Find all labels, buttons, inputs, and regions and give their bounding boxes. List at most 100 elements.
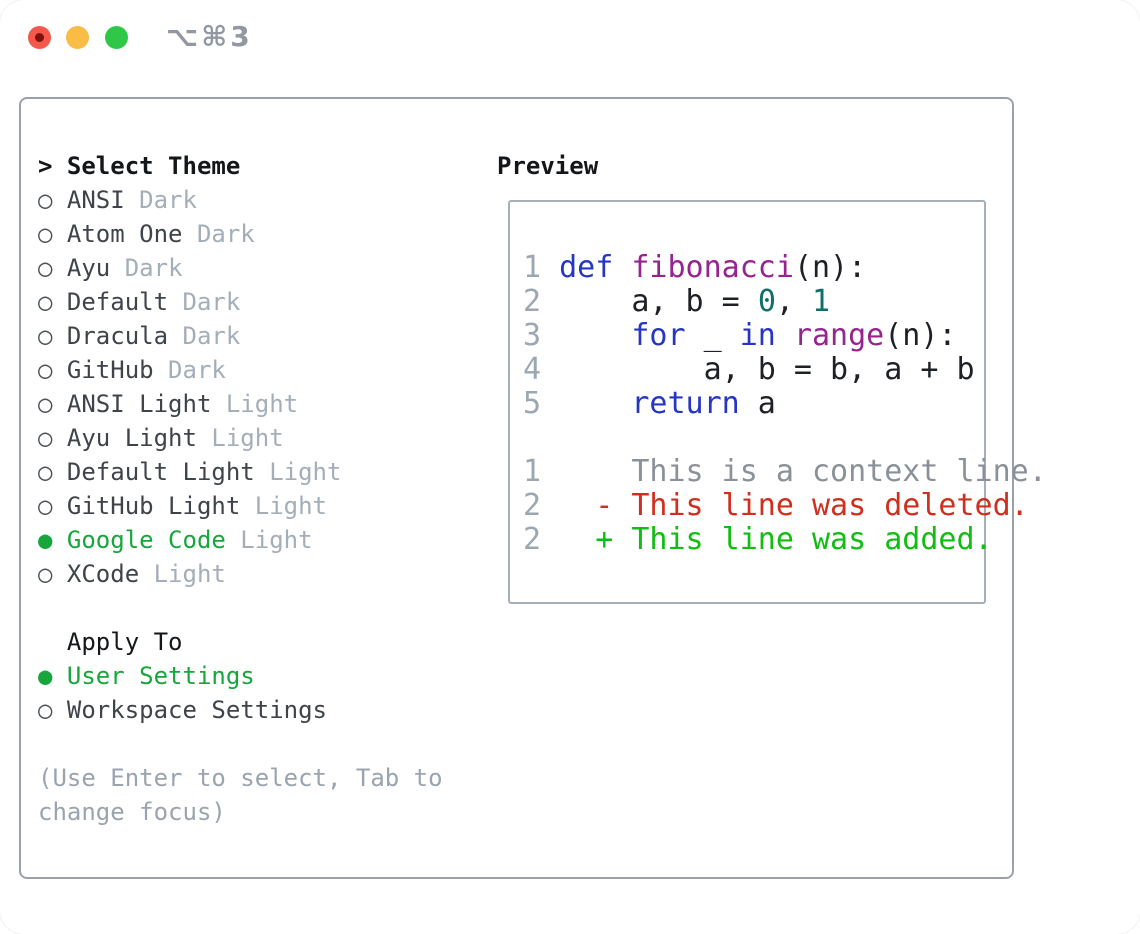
theme-option-google-code[interactable]: ● Google Code Light — [38, 523, 443, 557]
theme-name: GitHub — [66, 356, 154, 384]
window-title: ⌥⌘3 — [166, 20, 253, 53]
code-token-function: range — [793, 318, 885, 353]
diff-text: This is a context line. — [559, 454, 1047, 489]
theme-select-header-label: Select Theme — [66, 152, 241, 180]
radio-unselected-icon: ○ — [38, 356, 67, 384]
theme-name: Google Code — [66, 526, 226, 554]
code-token-plain: , — [775, 284, 812, 319]
apply-to-name: User Settings — [66, 662, 255, 690]
line-number: 4 — [523, 352, 560, 387]
preview-title: Preview — [497, 152, 599, 180]
code-token-number: 0 — [757, 284, 776, 319]
code-token-keyword: for — [631, 318, 686, 353]
close-button[interactable] — [28, 26, 51, 49]
theme-option-github-light[interactable]: ○ GitHub Light Light — [38, 489, 443, 523]
radio-unselected-icon: ○ — [38, 458, 67, 486]
radio-unselected-icon: ○ — [38, 254, 67, 282]
theme-name: Atom One — [66, 220, 183, 248]
theme-variant: Light — [211, 390, 299, 418]
theme-variant: Dark — [153, 356, 226, 384]
diff-line-deleted: 2 - This line was deleted. — [523, 489, 1047, 523]
code-line: 4 a, b = b, a + b — [523, 353, 1047, 387]
line-number: 1 — [523, 454, 560, 489]
radio-unselected-icon: ○ — [38, 220, 67, 248]
line-number: 1 — [523, 250, 560, 285]
theme-name: XCode — [66, 560, 140, 588]
radio-unselected-icon: ○ — [38, 560, 67, 588]
line-number: 2 — [523, 488, 560, 523]
theme-option-dracula[interactable]: ○ Dracula Dark — [38, 319, 443, 353]
close-button-inner-dot — [35, 33, 44, 42]
theme-name: Ayu — [66, 254, 111, 282]
code-token-plain: a, b = — [559, 284, 758, 319]
theme-variant: Light — [240, 492, 327, 520]
theme-variant: Light — [225, 526, 313, 554]
theme-option-github[interactable]: ○ GitHub Dark — [38, 353, 443, 387]
focus-caret-icon: > — [38, 152, 67, 180]
code-token-plain: (n): — [793, 250, 867, 285]
code-line: 5 return a — [523, 387, 1047, 421]
theme-name: Dracula — [66, 322, 169, 350]
theme-option-default[interactable]: ○ Default Dark — [38, 285, 443, 319]
code-token-function: fibonacci — [631, 250, 794, 285]
code-token-keyword: in — [739, 318, 776, 353]
code-token-plain: a, b = b, a + b — [559, 352, 975, 387]
theme-select-header: > Select Theme — [38, 149, 443, 183]
diff-line-added: 2 + This line was added. — [523, 523, 1047, 557]
code-token-plain: _ — [685, 318, 740, 353]
radio-unselected-icon: ○ — [38, 390, 67, 418]
theme-menu: > Select Theme○ ANSI Dark○ Atom One Dark… — [38, 149, 443, 829]
radio-unselected-icon: ○ — [38, 322, 67, 350]
minimize-button[interactable] — [66, 26, 89, 49]
theme-variant: Dark — [168, 288, 241, 316]
code-token-number: 1 — [812, 284, 831, 319]
code-token-plain — [613, 250, 631, 285]
theme-name: ANSI — [66, 186, 125, 214]
theme-option-default-light[interactable]: ○ Default Light Light — [38, 455, 443, 489]
line-number: 2 — [523, 522, 560, 557]
radio-unselected-icon: ○ — [38, 186, 67, 214]
theme-option-ansi[interactable]: ○ ANSI Dark — [38, 183, 443, 217]
theme-variant: Dark — [110, 254, 183, 282]
theme-variant: Light — [254, 458, 342, 486]
code-line: 2 a, b = 0, 1 — [523, 285, 1047, 319]
line-number: 5 — [523, 386, 560, 421]
theme-variant: Light — [139, 560, 226, 588]
code-token-plain: (n): — [884, 318, 957, 353]
theme-option-atom-one[interactable]: ○ Atom One Dark — [38, 217, 443, 251]
radio-unselected-icon: ○ — [38, 288, 67, 316]
diff-line-context: 1 This is a context line. — [523, 455, 1047, 489]
theme-name: ANSI Light — [66, 390, 212, 418]
zoom-button[interactable] — [105, 26, 128, 49]
apply-to-option-user-settings[interactable]: ● User Settings — [38, 659, 443, 693]
theme-name: Default Light — [66, 458, 255, 486]
hint-text: (Use Enter to select, Tab to — [38, 764, 443, 792]
hint-text: change focus) — [38, 798, 226, 826]
code-spacer — [523, 421, 1047, 455]
code-token-plain — [559, 386, 631, 421]
apply-to-option-workspace-settings[interactable]: ○ Workspace Settings — [38, 693, 443, 727]
theme-option-ansi-light[interactable]: ○ ANSI Light Light — [38, 387, 443, 421]
radio-unselected-icon: ○ — [38, 492, 67, 520]
theme-variant: Dark — [168, 322, 241, 350]
theme-variant: Dark — [182, 220, 255, 248]
code-line: 1 def fibonacci(n): — [523, 251, 1047, 285]
line-number: 3 — [523, 318, 560, 353]
theme-name: GitHub Light — [66, 492, 241, 520]
radio-selected-icon: ● — [38, 662, 67, 690]
apply-to-name: Workspace Settings — [66, 696, 327, 724]
menu-spacer — [38, 591, 443, 625]
menu-spacer — [38, 727, 443, 761]
theme-name: Default — [66, 288, 169, 316]
code-token-plain: a — [739, 386, 776, 421]
theme-option-ayu[interactable]: ○ Ayu Dark — [38, 251, 443, 285]
theme-variant: Light — [196, 424, 284, 452]
code-line: 3 for _ in range(n): — [523, 319, 1047, 353]
code-token-keyword: def — [559, 250, 614, 285]
theme-option-xcode[interactable]: ○ XCode Light — [38, 557, 443, 591]
theme-variant: Dark — [124, 186, 197, 214]
theme-option-ayu-light[interactable]: ○ Ayu Light Light — [38, 421, 443, 455]
